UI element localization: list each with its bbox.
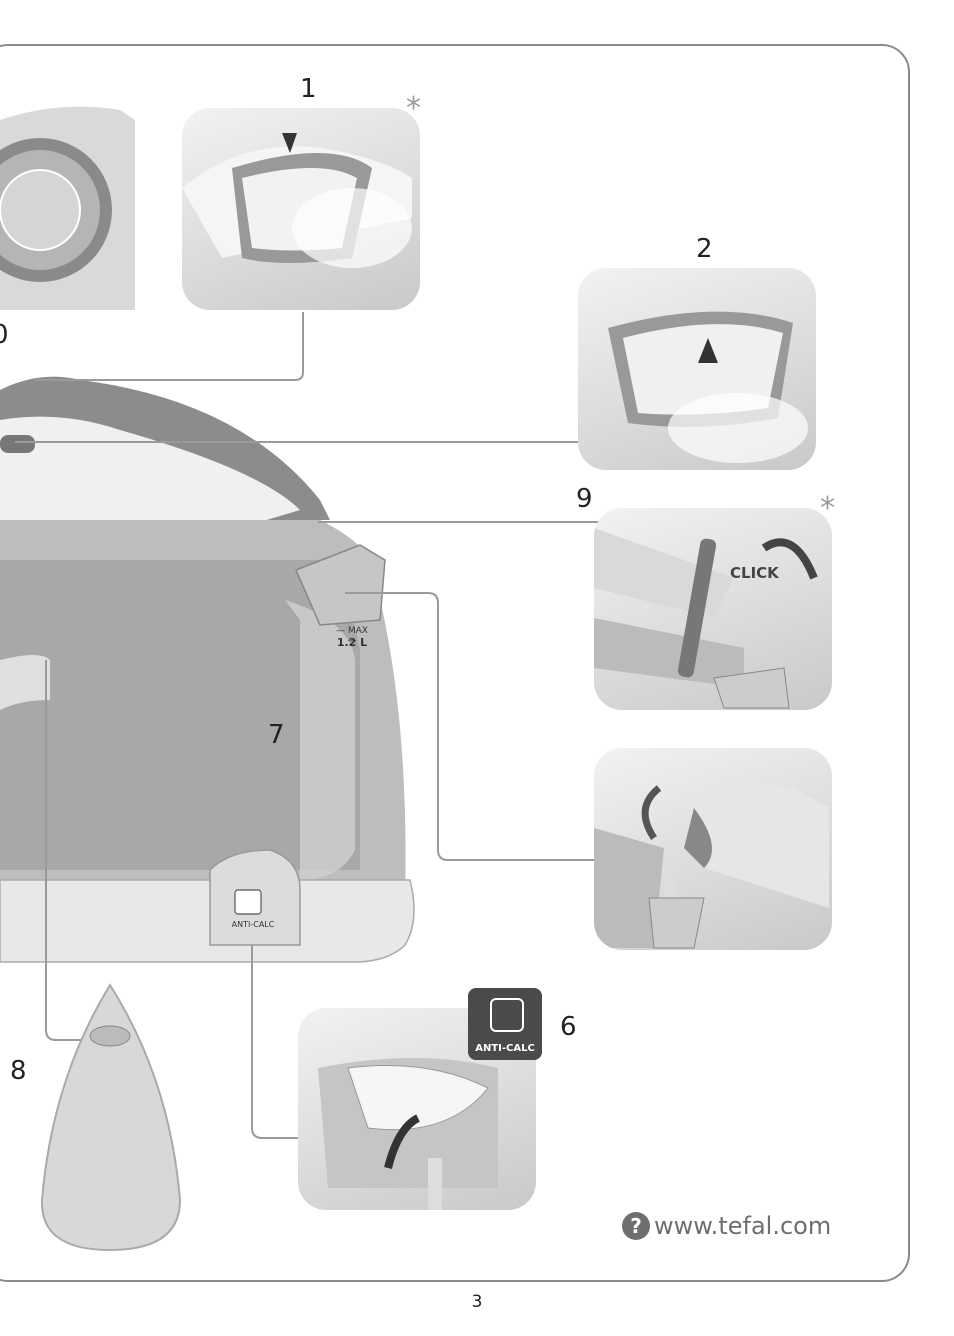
anticalc-button-label: ANTI-CALC bbox=[231, 920, 275, 929]
callout-7: 7 bbox=[268, 720, 285, 750]
callout-8: 8 bbox=[10, 1056, 27, 1086]
step-1-panel bbox=[182, 108, 420, 310]
filler-cup-image bbox=[295, 544, 386, 626]
asterisk-1: * bbox=[406, 91, 421, 126]
leader-lines bbox=[15, 312, 600, 1139]
step-9-panel bbox=[594, 508, 832, 710]
pour-arrow-icon bbox=[641, 785, 662, 840]
website-url[interactable]: www.tefal.com bbox=[654, 1212, 832, 1240]
press-arrow-icon bbox=[282, 133, 297, 153]
fill-water-panel bbox=[594, 748, 832, 950]
click-label: CLICK bbox=[730, 564, 779, 582]
footer-link[interactable]: ? www.tefal.com bbox=[622, 1212, 831, 1240]
callout-1: 1 bbox=[300, 74, 317, 104]
max-level-label: — MAX — bbox=[336, 626, 368, 646]
asterisk-9: * bbox=[820, 491, 835, 526]
callout-0: 0 bbox=[0, 320, 9, 350]
callout-6: 6 bbox=[560, 1012, 577, 1042]
help-icon: ? bbox=[622, 1212, 650, 1240]
rotate-arrow-icon bbox=[384, 1114, 421, 1169]
descale-icon bbox=[490, 998, 524, 1032]
lift-arrow-icon bbox=[698, 338, 718, 363]
base-tank-image bbox=[0, 520, 415, 963]
page-frame bbox=[0, 44, 910, 1282]
soleplate-image bbox=[40, 983, 182, 1252]
temperature-dial-image bbox=[0, 106, 135, 311]
anticalc-badge-label: ANTI-CALC bbox=[475, 1043, 535, 1054]
max-level-value: 1.2 L bbox=[336, 636, 368, 649]
page-number: 3 bbox=[471, 1292, 483, 1312]
anticalc-badge: ANTI-CALC bbox=[468, 988, 542, 1060]
step-2-panel bbox=[578, 268, 816, 470]
callout-9: 9 bbox=[576, 484, 593, 514]
callout-2: 2 bbox=[696, 234, 713, 264]
